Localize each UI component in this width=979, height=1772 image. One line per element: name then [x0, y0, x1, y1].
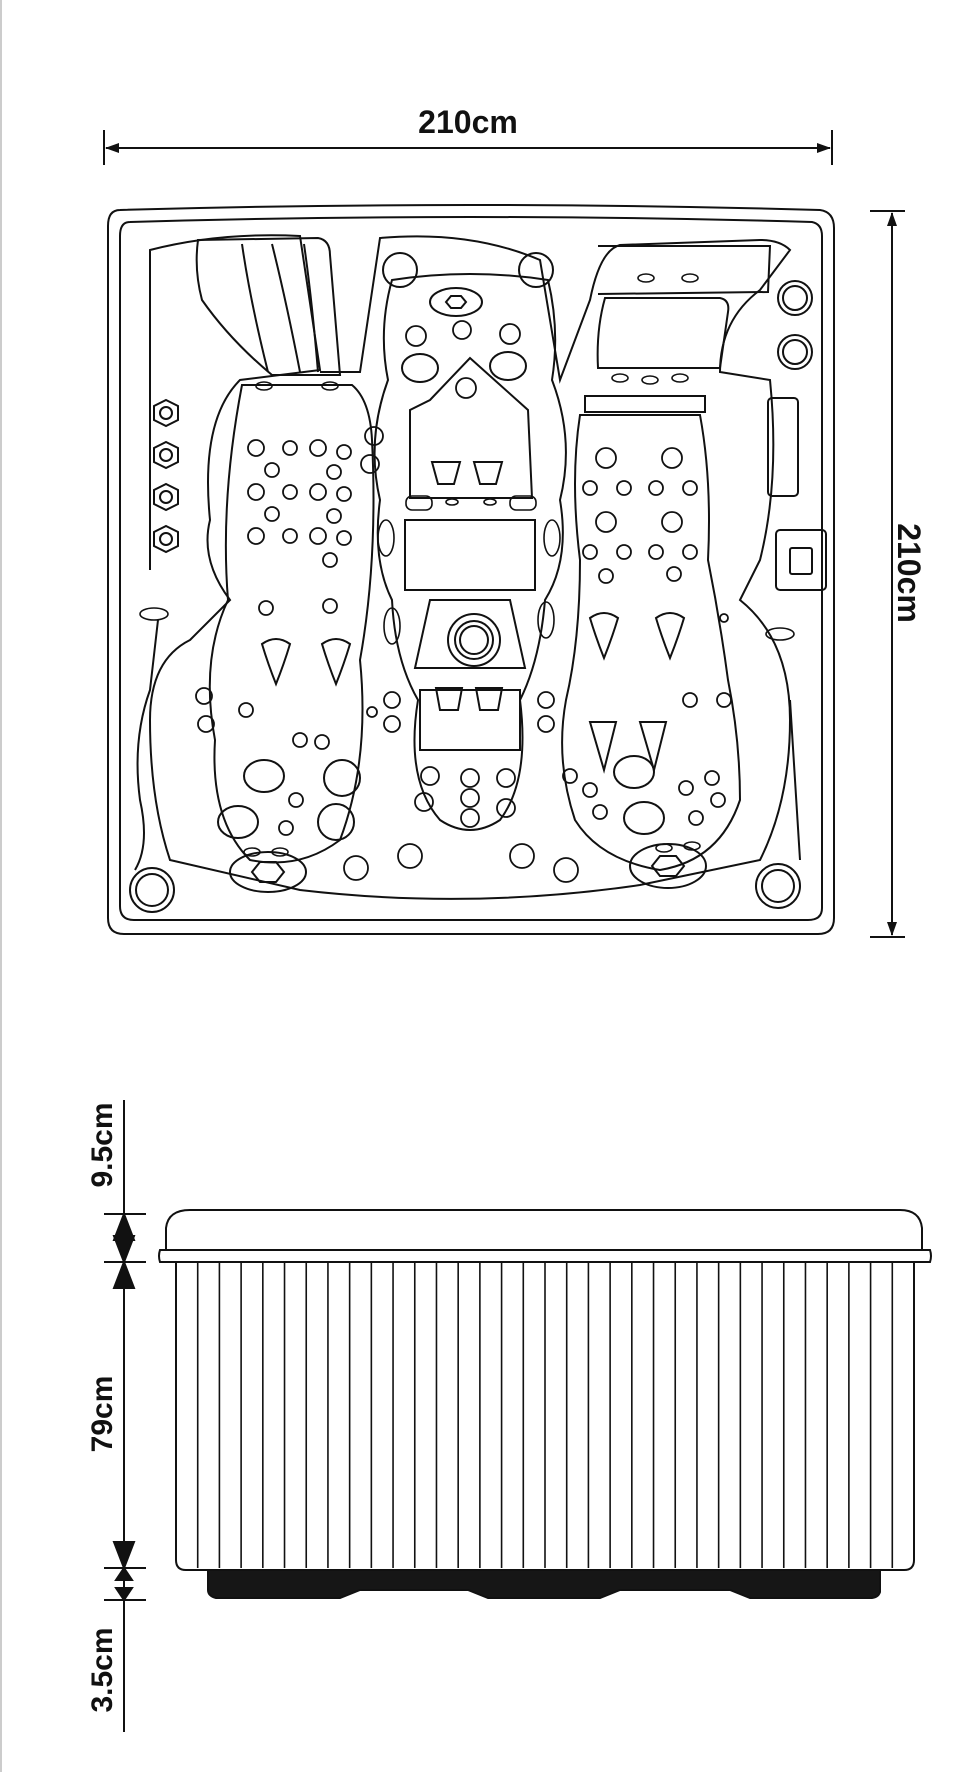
base-height-label: 3.5cm: [86, 1627, 119, 1712]
right-side-controls: [767, 280, 827, 591]
spa-cabinet: [175, 1262, 915, 1571]
headrest-right: [596, 245, 772, 369]
seat-right: [561, 395, 742, 872]
left-side-jets: [153, 398, 179, 554]
interior-outline: [134, 234, 801, 900]
cabinet-slats: [196, 1262, 894, 1568]
depth-label: 210cm: [891, 523, 927, 623]
center-side-ovals: [139, 273, 795, 857]
headrest-left: [195, 236, 342, 376]
body-jets: [195, 320, 732, 883]
center-seat: [373, 273, 567, 831]
width-dimension: [103, 130, 833, 165]
lid-height-label: 9.5cm: [86, 1102, 119, 1187]
teardrop-jets: [260, 461, 686, 774]
depth-dimension: [870, 210, 905, 938]
lounger-seat-left: [208, 384, 375, 864]
spa-cover: [158, 1209, 932, 1263]
drains: [229, 287, 707, 893]
body-height-label: 79cm: [86, 1376, 119, 1453]
corner-cupholders: [129, 252, 801, 913]
spa-shell-outline: [107, 204, 835, 935]
height-dimension: [104, 1100, 146, 1732]
side-view: 9.5cm 79cm 3.5cm: [86, 1100, 932, 1732]
top-view: 210cm 210cm: [103, 104, 927, 938]
width-label: 210cm: [418, 104, 518, 140]
spa-base: [207, 1569, 881, 1599]
large-jets: [217, 351, 665, 841]
